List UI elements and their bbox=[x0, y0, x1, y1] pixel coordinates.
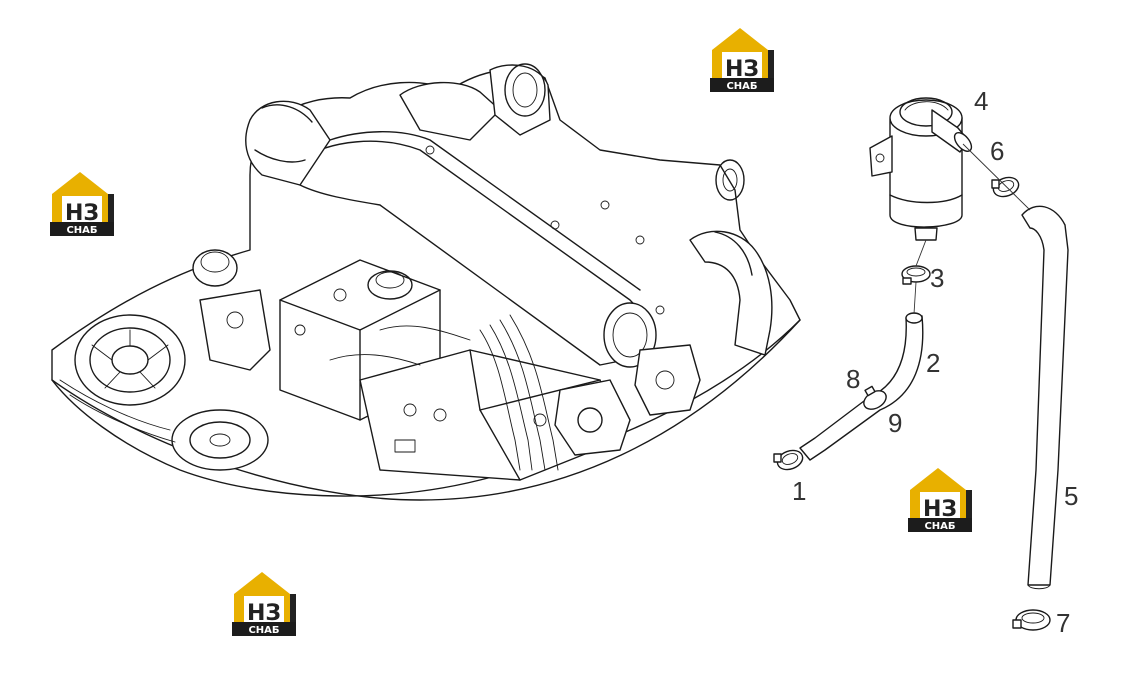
svg-text:НЗ: НЗ bbox=[247, 601, 281, 626]
breather-canister bbox=[869, 97, 973, 241]
svg-text:СНАБ: СНАБ bbox=[66, 225, 97, 236]
clamp-part-1 bbox=[773, 449, 804, 471]
clamp-part-6 bbox=[991, 176, 1020, 198]
svg-text:СНАБ: СНАБ bbox=[726, 81, 757, 92]
callout-8: 8 bbox=[846, 364, 860, 394]
engine-assembly bbox=[51, 63, 801, 501]
breather-assembly bbox=[773, 97, 1069, 631]
clamp-part-7 bbox=[1012, 609, 1051, 631]
callout-1: 1 bbox=[792, 476, 806, 506]
watermark-logo: НЗ СНАБ bbox=[710, 28, 774, 92]
svg-text:НЗ: НЗ bbox=[923, 497, 957, 522]
callout-2: 2 bbox=[926, 348, 940, 378]
clamp-part-3 bbox=[901, 265, 931, 285]
watermark-logo: НЗ СНАБ bbox=[50, 172, 114, 236]
callout-labels: 1 2 3 4 5 6 7 8 9 bbox=[792, 86, 1078, 638]
clamp-part-8-9 bbox=[863, 385, 887, 410]
svg-text:СНАБ: СНАБ bbox=[248, 625, 279, 636]
watermark-logo: НЗ СНАБ bbox=[232, 572, 296, 636]
callout-6: 6 bbox=[990, 136, 1004, 166]
callout-7: 7 bbox=[1056, 608, 1070, 638]
hose-part-2 bbox=[799, 312, 924, 461]
svg-text:НЗ: НЗ bbox=[65, 201, 99, 226]
callout-9: 9 bbox=[888, 408, 902, 438]
callout-3: 3 bbox=[930, 263, 944, 293]
callout-5: 5 bbox=[1064, 481, 1078, 511]
svg-text:НЗ: НЗ bbox=[725, 57, 759, 82]
callout-4: 4 bbox=[974, 86, 988, 116]
svg-text:СНАБ: СНАБ bbox=[924, 521, 955, 532]
watermark-logo: НЗ СНАБ bbox=[908, 468, 972, 532]
hose-part-5 bbox=[1021, 205, 1069, 590]
